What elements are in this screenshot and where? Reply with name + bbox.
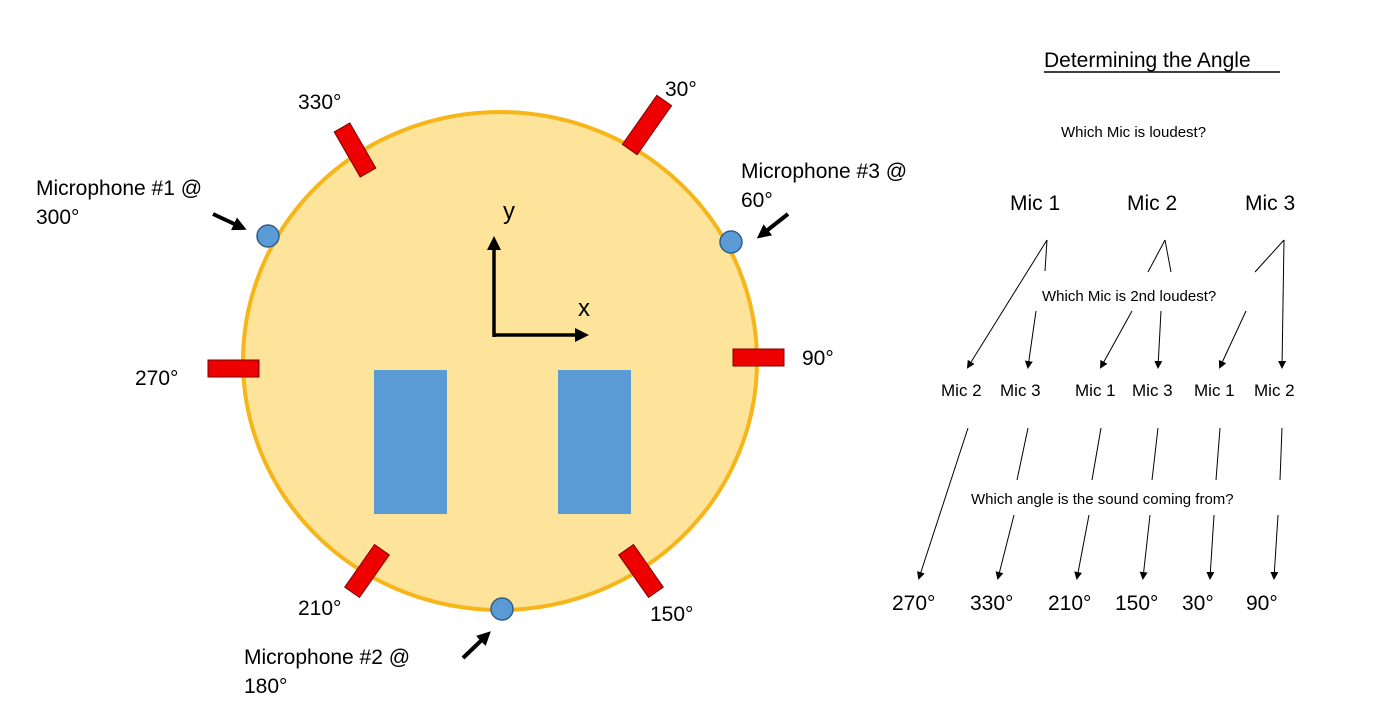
tree-arrow: [1100, 310, 1133, 369]
level1-mic-3: Mic 3: [1245, 192, 1295, 215]
tree-arrow: [1091, 427, 1102, 481]
sensor-270: [207, 359, 260, 378]
microphone-2-label-line1: Microphone #2 @: [244, 646, 410, 669]
tree-arrow: [1206, 514, 1215, 580]
sensor-90: [732, 348, 785, 367]
right-wheel: [558, 370, 631, 514]
level2-item: Mic 3: [1000, 381, 1041, 400]
tree-arrow: [995, 514, 1015, 580]
tree-arrow: [1151, 427, 1159, 481]
tree-arrow: [1218, 310, 1247, 369]
angle-label-30: 30°: [665, 78, 697, 101]
result-angle: 330°: [970, 592, 1013, 615]
mic1-arrow: [212, 212, 247, 231]
microphone-3-label-line2: 60°: [741, 189, 773, 212]
tree-arrow: [1016, 427, 1029, 481]
level1-mic-2: Mic 2: [1127, 192, 1177, 215]
mic3-arrow: [756, 212, 790, 239]
level2-item: Mic 3: [1132, 381, 1173, 400]
sensor-150: [618, 543, 664, 599]
tree-arrow: [1270, 514, 1279, 580]
tree-arrow: [1254, 239, 1285, 273]
x-axis-label: x: [578, 295, 590, 322]
level2-item: Mic 1: [1075, 381, 1116, 400]
microphone-1: [256, 224, 280, 248]
tree-arrow: [1024, 310, 1037, 369]
mic2-arrow: [461, 631, 491, 660]
robot-body: [241, 110, 759, 612]
tree-arrow: [1147, 239, 1166, 273]
microphone-1-label-line2: 300°: [36, 206, 79, 229]
tree-arrow: [1074, 514, 1090, 580]
sensor-210: [344, 543, 390, 599]
tree-arrow: [1215, 427, 1221, 481]
microphone-1-label-line1: Microphone #1 @: [36, 177, 202, 200]
level2-item: Mic 2: [941, 381, 982, 400]
result-angle: 270°: [892, 592, 935, 615]
left-wheel: [374, 370, 447, 514]
sensor-330: [333, 122, 377, 178]
angle-label-330: 330°: [298, 91, 341, 114]
result-angle: 90°: [1246, 592, 1278, 615]
microphone-3-label-line1: Microphone #3 @: [741, 160, 907, 183]
tree-arrow: [1044, 239, 1048, 272]
question-angle: Which angle is the sound coming from?: [971, 491, 1234, 508]
tree-arrow: [1278, 239, 1287, 369]
microphone-2-label-line2: 180°: [244, 675, 287, 698]
angle-label-270: 270°: [135, 367, 178, 390]
microphone-2: [490, 597, 514, 621]
tree-arrow: [966, 239, 1048, 369]
tree-arrow: [1139, 514, 1151, 580]
question-second-loudest: Which Mic is 2nd loudest?: [1042, 288, 1216, 305]
tree-arrow: [1164, 239, 1172, 273]
tree-arrow: [1279, 427, 1283, 481]
result-angle: 210°: [1048, 592, 1091, 615]
question-loudest: Which Mic is loudest?: [1061, 124, 1206, 141]
result-angle: 30°: [1182, 592, 1214, 615]
level2-item: Mic 1: [1194, 381, 1235, 400]
tree-arrow: [1154, 310, 1163, 369]
level2-item: Mic 2: [1254, 381, 1295, 400]
microphone-3: [719, 230, 743, 254]
y-axis-label: y: [503, 198, 515, 225]
decision-tree-title: Determining the Angle: [1044, 49, 1251, 72]
angle-label-90: 90°: [802, 347, 834, 370]
result-angle: 150°: [1115, 592, 1158, 615]
sensor-30: [621, 94, 673, 156]
level1-mic-1: Mic 1: [1010, 192, 1060, 215]
tree-arrow: [917, 427, 969, 580]
angle-label-210: 210°: [298, 597, 341, 620]
angle-label-150: 150°: [650, 603, 693, 626]
